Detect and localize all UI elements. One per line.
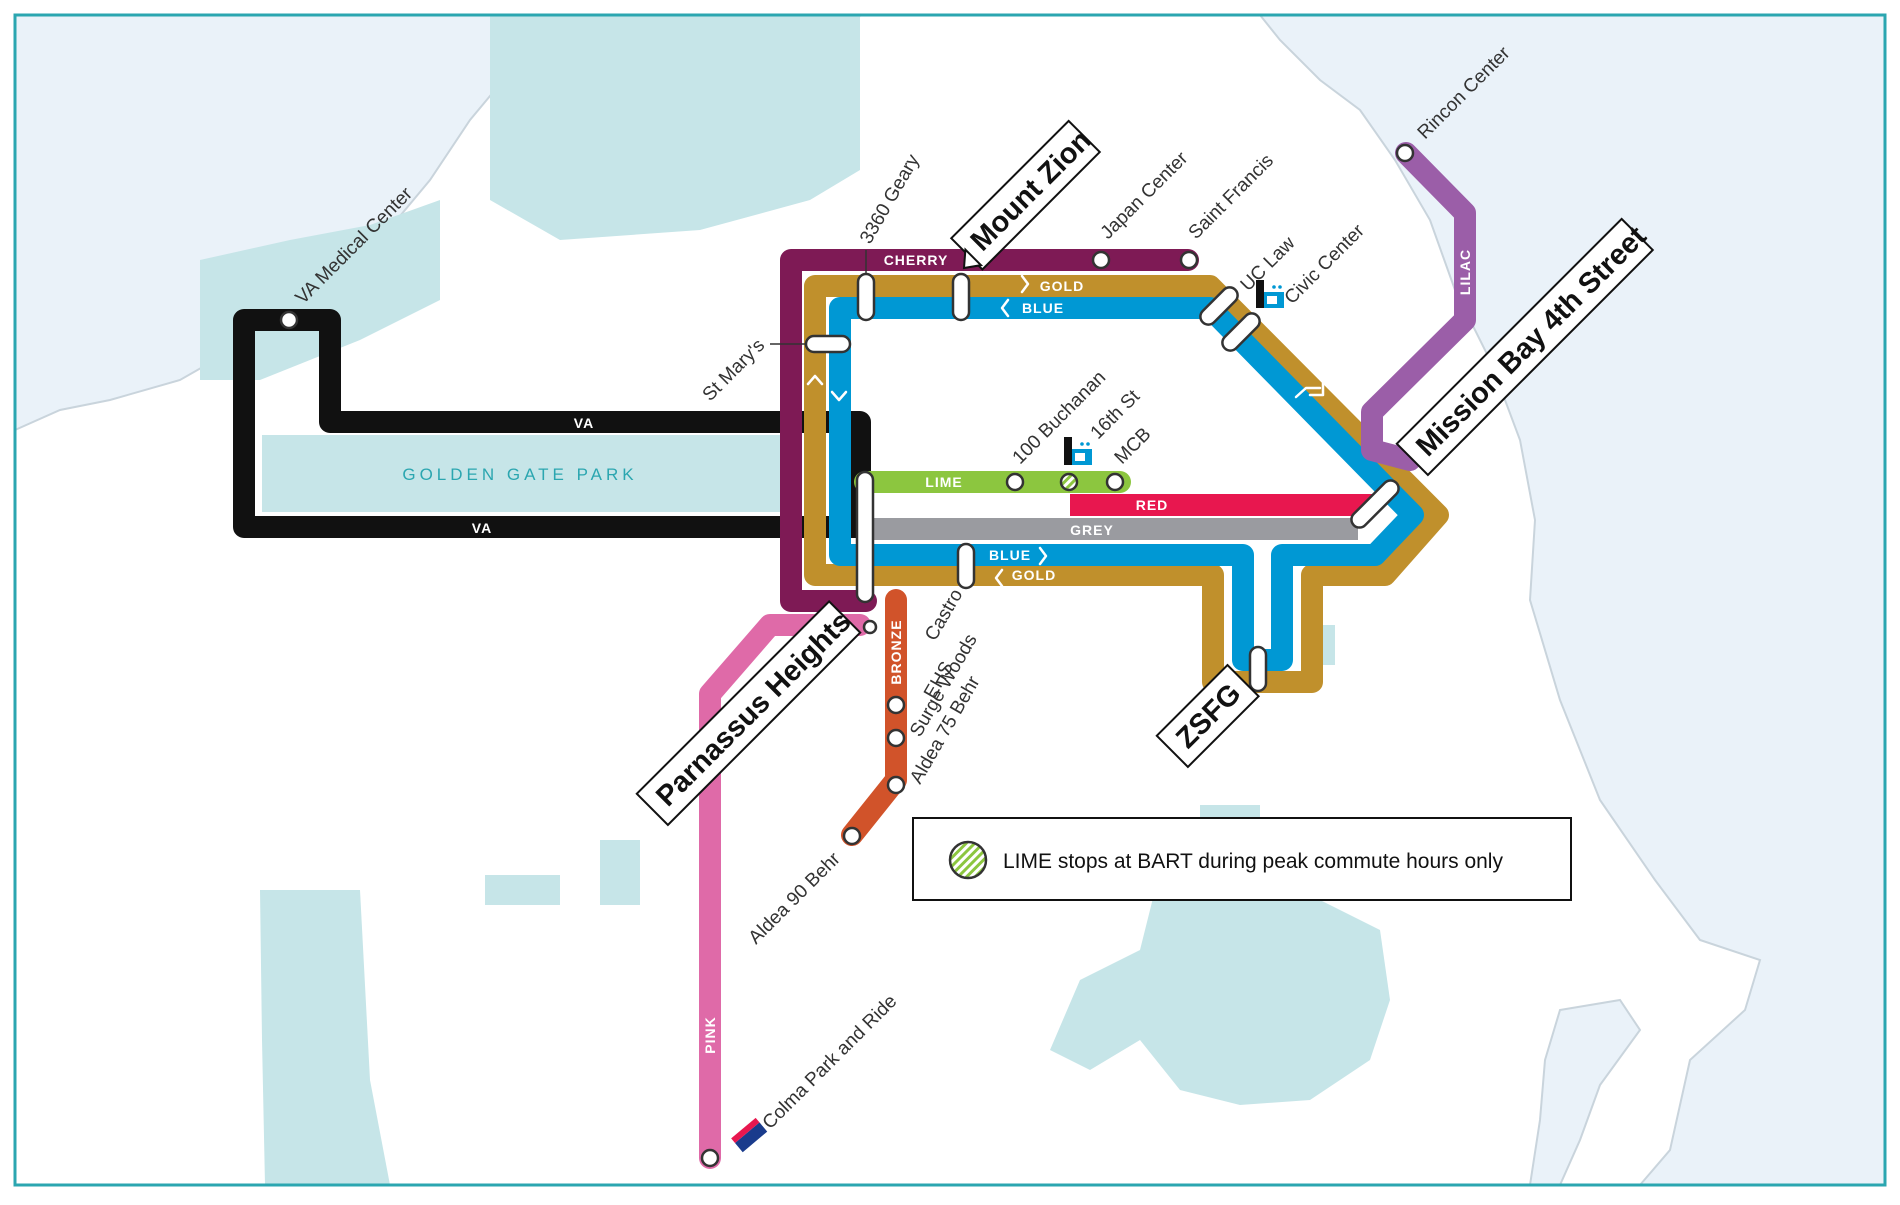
line-label-va-top: VA bbox=[574, 415, 594, 431]
legend-box bbox=[912, 817, 1572, 901]
chevron-icon bbox=[1038, 546, 1048, 566]
station-colma[interactable] bbox=[700, 1148, 720, 1168]
station-aldea-75[interactable] bbox=[886, 775, 906, 795]
line-label-blue-top: BLUE bbox=[1022, 300, 1064, 316]
station-ehs[interactable] bbox=[886, 695, 906, 715]
chevron-icon bbox=[806, 374, 824, 386]
direction-chevrons bbox=[806, 274, 1325, 588]
station-st-marys[interactable] bbox=[804, 334, 852, 354]
station-parnassus[interactable] bbox=[855, 470, 875, 604]
chevron-icon bbox=[994, 568, 1004, 588]
pier-4 bbox=[1200, 805, 1260, 820]
line-lilac bbox=[1361, 142, 1476, 471]
line-label-bronze: BRONZE bbox=[888, 619, 904, 684]
pier-3 bbox=[1320, 625, 1335, 665]
station-va-medical[interactable] bbox=[279, 310, 299, 330]
samtrans-icon bbox=[731, 1117, 768, 1153]
station-mount-zion[interactable] bbox=[951, 272, 971, 322]
map-border bbox=[13, 13, 1887, 1187]
station-mission-bay[interactable] bbox=[1348, 477, 1402, 531]
golden-gate-strait bbox=[200, 200, 440, 380]
bart-icon bbox=[1064, 437, 1092, 465]
station-markers bbox=[279, 143, 1415, 1168]
pier-2 bbox=[600, 840, 640, 905]
lime-peak-icon bbox=[948, 840, 988, 880]
line-label-va-bottom: VA bbox=[472, 520, 492, 536]
line-label-pink: PINK bbox=[702, 1016, 718, 1053]
station-saint-francis[interactable] bbox=[1179, 250, 1199, 270]
station-16th-st[interactable] bbox=[1059, 472, 1079, 492]
station-3360-geary[interactable] bbox=[856, 272, 876, 322]
chevron-icon bbox=[1020, 274, 1030, 294]
bay-shallows-north bbox=[490, 15, 860, 240]
east-bay-spur bbox=[1528, 998, 1642, 1186]
station-castro[interactable] bbox=[956, 542, 976, 590]
station-100-buchanan[interactable] bbox=[1005, 472, 1025, 492]
line-label-lime: LIME bbox=[925, 474, 962, 490]
line-label-cherry: CHERRY bbox=[884, 252, 949, 268]
station-mcb[interactable] bbox=[1105, 472, 1125, 492]
pier-1 bbox=[485, 875, 560, 905]
line-blue bbox=[829, 297, 1424, 671]
legend-text: LIME stops at BART during peak commute h… bbox=[1003, 850, 1503, 873]
legend: LIME stops at BART during peak commute h… bbox=[912, 817, 1572, 901]
golden-gate-park bbox=[262, 435, 797, 512]
southwest-lake bbox=[260, 890, 390, 1185]
chevron-icon bbox=[1308, 381, 1325, 397]
line-label-grey: GREY bbox=[1070, 522, 1114, 538]
chevron-icon bbox=[1294, 386, 1322, 399]
station-uc-law[interactable] bbox=[1197, 284, 1241, 328]
station-civic-center[interactable] bbox=[1219, 310, 1263, 354]
park-label: GOLDEN GATE PARK bbox=[402, 465, 637, 484]
line-labels: VA VA CHERRY GOLD BLUE LIME RED GREY BLU… bbox=[472, 249, 1473, 1054]
chevron-icon bbox=[830, 390, 848, 402]
station-castro-dot[interactable] bbox=[862, 619, 878, 635]
station-japan-center[interactable] bbox=[1091, 250, 1111, 270]
line-label-gold-top: GOLD bbox=[1040, 278, 1084, 294]
station-rincon[interactable] bbox=[1395, 143, 1415, 163]
line-gold bbox=[804, 275, 1449, 693]
line-label-red: RED bbox=[1136, 497, 1169, 513]
line-label-gold-bottom: GOLD bbox=[1012, 567, 1056, 583]
line-label-lilac: LILAC bbox=[1457, 249, 1473, 295]
bart-icon bbox=[1256, 280, 1284, 308]
station-zsfg[interactable] bbox=[1248, 645, 1268, 693]
line-label-blue-bottom: BLUE bbox=[989, 547, 1031, 563]
chevron-icon bbox=[1000, 298, 1010, 318]
southeast-bay-inlet bbox=[1050, 860, 1390, 1105]
station-aldea-90[interactable] bbox=[842, 826, 862, 846]
station-surge-woods[interactable] bbox=[886, 728, 906, 748]
